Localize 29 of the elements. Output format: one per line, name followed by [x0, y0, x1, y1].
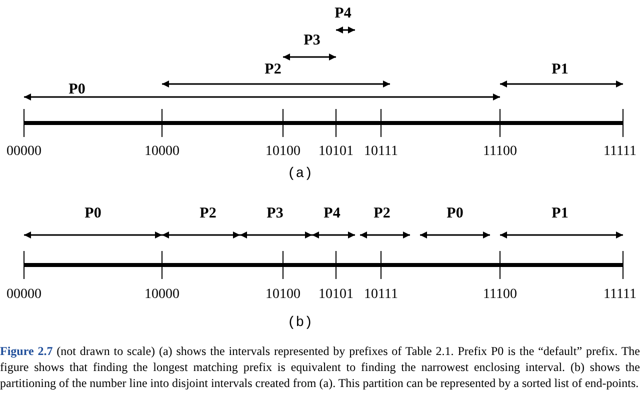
tick-label: 11100	[483, 144, 517, 160]
prefix-label: P4	[334, 6, 352, 22]
prefix-label: P3	[266, 206, 284, 222]
tick-label: 10111	[364, 144, 398, 160]
tick-label: 10111	[364, 287, 398, 303]
tick-label: 10100	[266, 144, 300, 160]
tick-label: 10101	[318, 144, 354, 160]
tick-label: 00000	[6, 144, 42, 160]
panel-label: (b)	[287, 315, 313, 331]
figure-caption: Figure 2.7 (not drawn to scale) (a) shows the intervals represented by prefixes of Table 2.1. Prefix P0 is the “default” prefix. The figure shows that finding the longest matching prefix is equivalent to finding the narrowest enclosing interval. (b) shows the partitioning of the number line into disjoint intervals created from (a). This partition can be represented by a sorted list of end-points.	[0, 343, 640, 391]
panel-label: (a)	[287, 166, 313, 182]
prefix-label: P4	[324, 206, 340, 222]
tick-label: 10100	[266, 287, 300, 303]
tick-label: 10000	[144, 144, 180, 160]
prefix-label: P1	[552, 206, 568, 222]
prefix-label: P1	[552, 62, 568, 78]
prefix-label: P2	[200, 206, 216, 222]
prefix-label: P2	[264, 62, 282, 78]
prefix-label: P2	[374, 206, 390, 222]
tick-label: 10000	[144, 287, 180, 303]
tick-label: 10101	[318, 287, 354, 303]
tick-label: 11100	[483, 287, 517, 303]
prefix-label: P3	[304, 32, 320, 50]
prefix-label: P0	[84, 206, 102, 222]
prefix-label: P0	[68, 82, 86, 98]
tick-label: 00000	[6, 287, 42, 303]
prefix-label: P0	[446, 206, 464, 222]
tick-label: 11111	[604, 287, 636, 303]
tick-label: 11111	[604, 144, 636, 160]
